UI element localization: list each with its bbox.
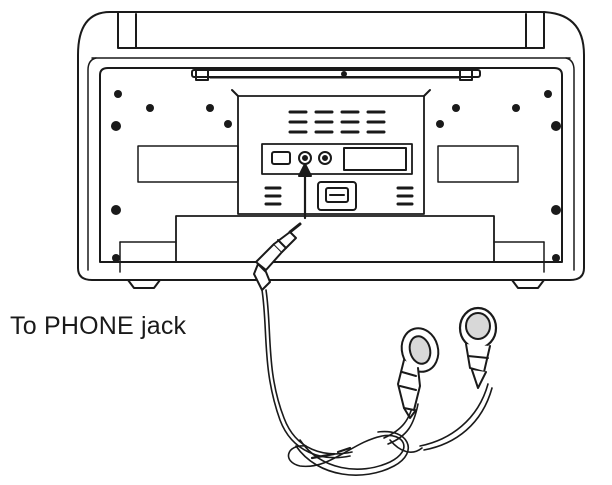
- callout-label: To PHONE jack: [10, 312, 187, 340]
- right-earbud: [458, 306, 498, 389]
- screws: [111, 90, 561, 262]
- radio-inner-panel: [99, 67, 563, 263]
- vent-slots-top: [288, 110, 386, 134]
- radio-rear-view: [77, 11, 585, 289]
- bottom-stand: [175, 215, 495, 263]
- telescopic-antenna: [191, 69, 481, 81]
- left-earbud: [397, 327, 440, 419]
- left-foot: [127, 279, 161, 289]
- headphone-plug-icon: [253, 222, 302, 291]
- radio-body-outline: [77, 11, 585, 281]
- right-label-plate: [437, 145, 519, 183]
- right-foot: [511, 279, 545, 289]
- jack-panel: [261, 143, 413, 175]
- earphones-icon: [397, 306, 498, 419]
- radio-top-band: [117, 11, 545, 49]
- vent-slots-side: [264, 186, 414, 206]
- dc-socket: [317, 181, 357, 211]
- left-label-plate: [137, 145, 239, 183]
- earphone-cable: [261, 289, 493, 476]
- insert-arrow-icon: [298, 163, 312, 220]
